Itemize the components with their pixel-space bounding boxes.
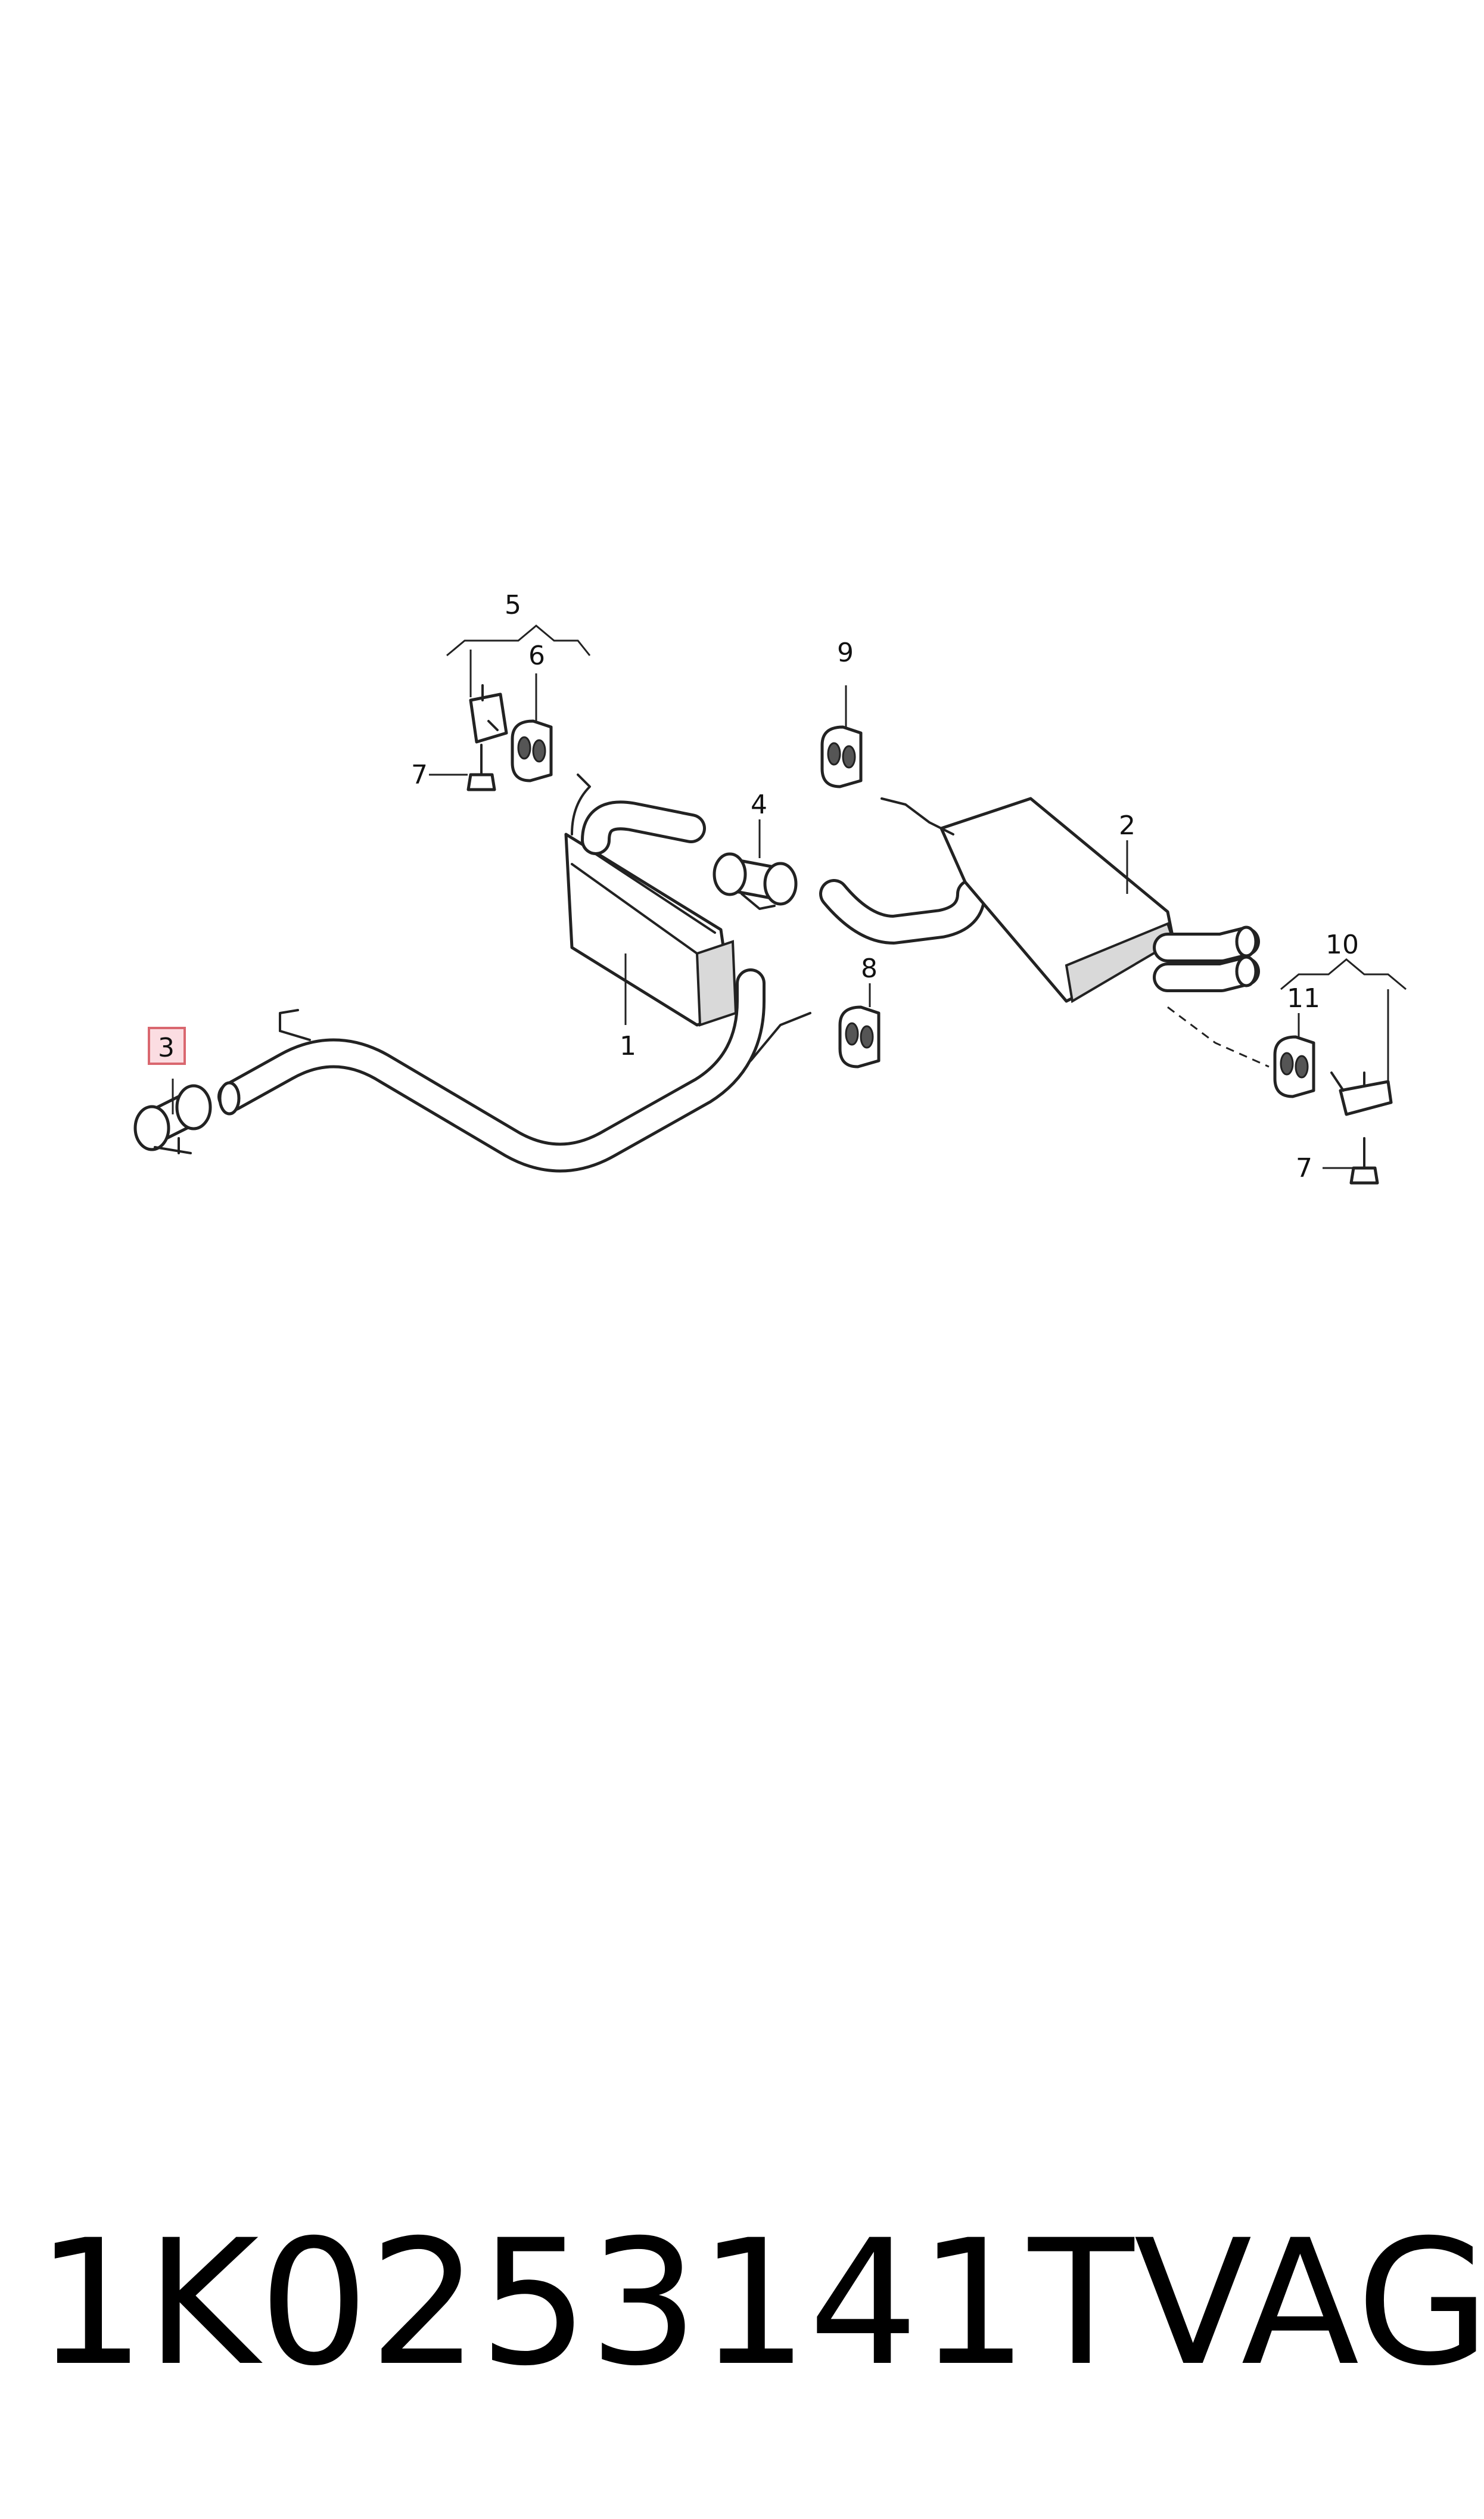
pipe-clamp-center[interactable] (713, 852, 798, 910)
rubber-mount-8[interactable] (838, 1005, 881, 1069)
footer-caption: 1K0253141T VAG (36, 2203, 1484, 2404)
callout-2[interactable]: 2 (1119, 810, 1135, 841)
callout-7b[interactable]: 7 (1296, 1153, 1312, 1184)
callout-8[interactable]: 8 (861, 953, 878, 984)
rubber-mount-11[interactable] (1273, 1035, 1315, 1098)
leader-lines (172, 625, 1407, 1169)
mounting-bracket[interactable] (469, 684, 508, 744)
callout-11[interactable]: 11 (1287, 983, 1320, 1014)
bolt-7-left[interactable] (466, 744, 496, 791)
rubber-mount-6[interactable] (511, 719, 553, 782)
callout-1[interactable]: 1 (620, 1031, 636, 1061)
callout-4[interactable]: 4 (751, 790, 767, 820)
pipe-clamp[interactable] (133, 1084, 212, 1154)
rear-bracket[interactable] (1330, 1071, 1393, 1116)
callout-10[interactable]: 10 (1326, 930, 1359, 960)
part-number: 1K0253141T (36, 2203, 1134, 2404)
callout-3[interactable]: 3 (158, 1033, 175, 1063)
rubber-mount-9[interactable] (820, 725, 863, 788)
callout-6[interactable]: 6 (528, 641, 545, 671)
callout-7a[interactable]: 7 (411, 760, 428, 790)
bolt-7-right[interactable] (1349, 1137, 1379, 1185)
brand-name: VAG (1134, 2203, 1484, 2404)
callout-3-highlight (148, 1027, 186, 1065)
front-pipe-with-middle-silencer[interactable] (217, 774, 811, 1173)
rear-silencer[interactable] (819, 797, 1270, 1068)
callout-9[interactable]: 9 (837, 638, 854, 668)
callout-5[interactable]: 5 (505, 590, 521, 620)
